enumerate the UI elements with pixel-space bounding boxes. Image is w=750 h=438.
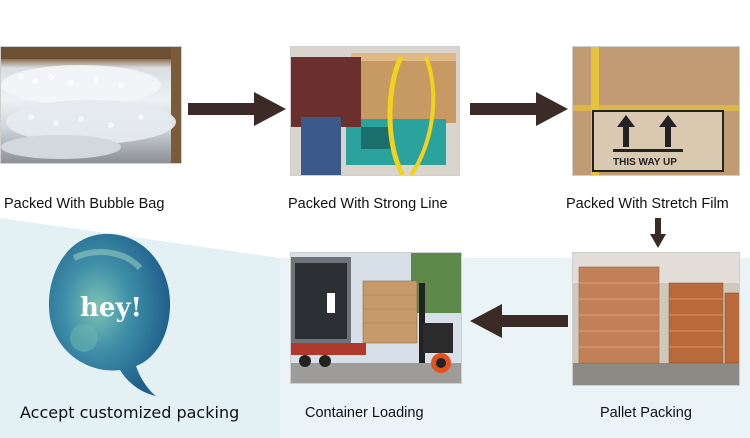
bubble-bag-photo <box>0 46 182 164</box>
step-caption-stretch-film: Packed With Stretch Film <box>566 196 729 212</box>
speech-bubble-graphic: hey! <box>44 228 176 400</box>
pallet-packing-photo <box>572 252 740 386</box>
step-caption-container-loading: Container Loading <box>305 405 424 421</box>
arrow-right-icon <box>188 92 286 126</box>
step-caption-strong-line: Packed With Strong Line <box>288 196 448 212</box>
step-caption-pallet-packing: Pallet Packing <box>600 405 692 421</box>
svg-text:hey!: hey! <box>80 293 142 323</box>
container-loading-photo <box>290 252 462 384</box>
stretch-film-photo: THIS WAY UP <box>572 46 740 176</box>
arrow-down-icon <box>650 218 666 248</box>
arrow-left-icon <box>470 304 568 338</box>
arrow-right-icon <box>470 92 568 126</box>
svg-text:THIS WAY UP: THIS WAY UP <box>613 157 677 168</box>
step-caption-bubble-bag: Packed With Bubble Bag <box>4 196 165 212</box>
custom-packing-caption: Accept customized packing <box>20 403 240 422</box>
strong-line-photo <box>290 46 460 176</box>
